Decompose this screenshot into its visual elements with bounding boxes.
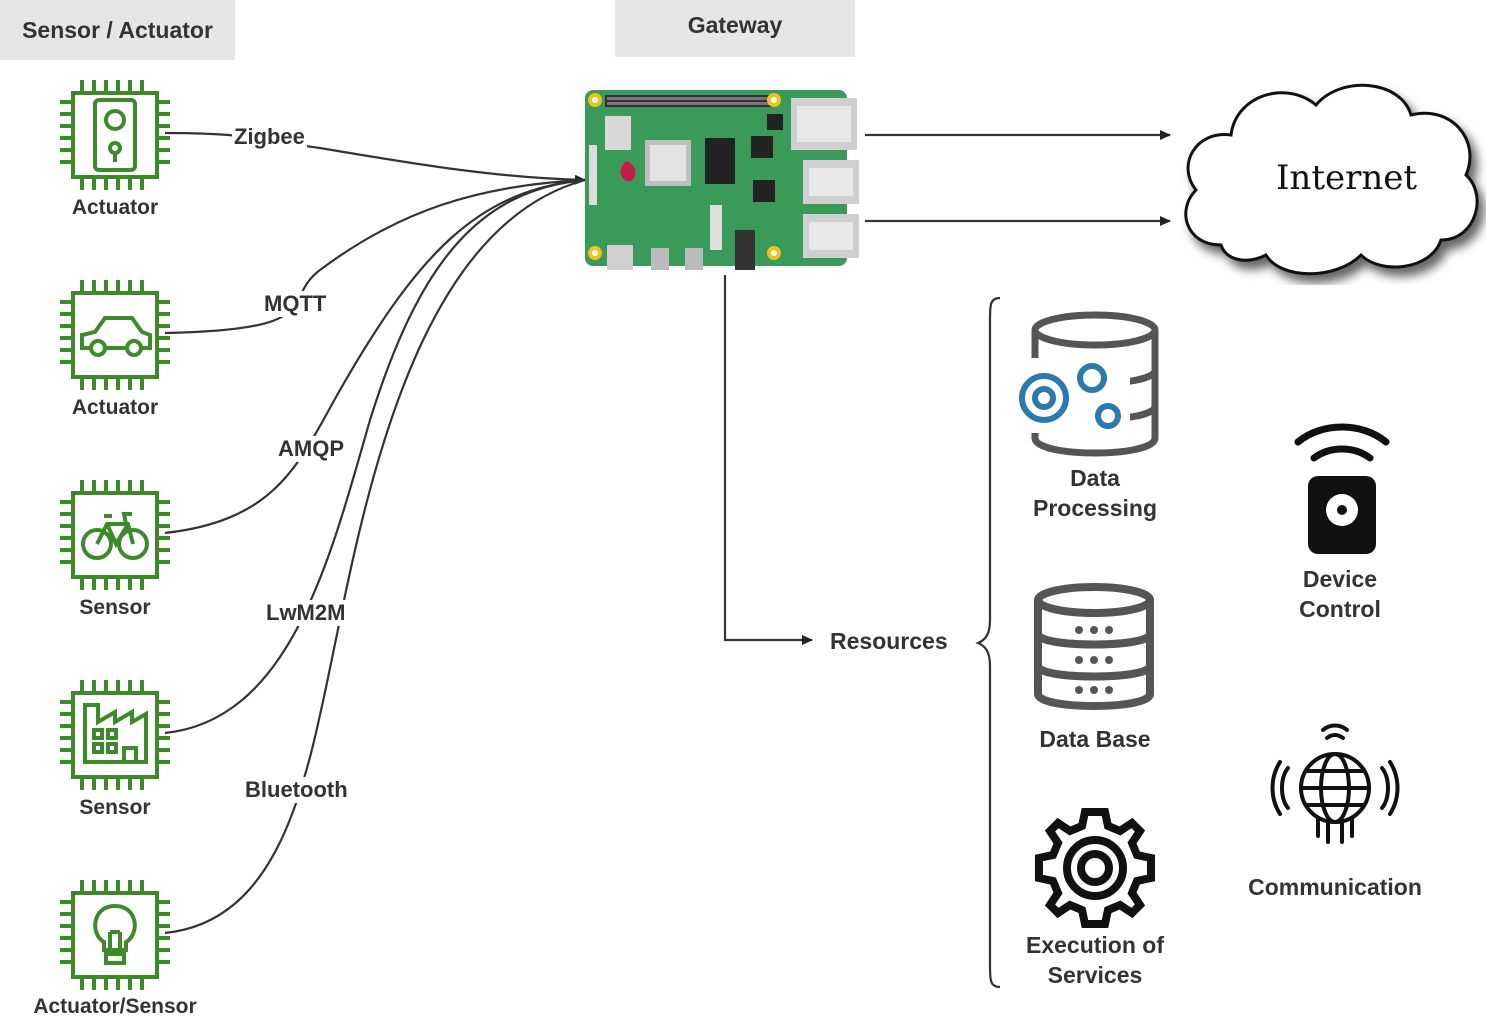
protocol-amqp: AMQP	[276, 436, 346, 462]
gear-icon	[1035, 808, 1155, 928]
link-resources	[723, 275, 813, 645]
link-amqp	[164, 178, 586, 535]
factory-icon	[60, 680, 170, 790]
sensor-actuator-header: Sensor / Actuator	[0, 0, 235, 60]
door-lock-icon	[60, 80, 170, 190]
gateway-header: Gateway	[615, 0, 855, 57]
link-lwm2m	[164, 178, 586, 735]
protocol-bluetooth: Bluetooth	[243, 777, 350, 803]
data-base-label: Data Base	[1039, 726, 1151, 752]
device-label: Sensor	[79, 796, 151, 819]
database-icon	[1034, 583, 1154, 710]
raspberry-pi-board	[585, 90, 859, 270]
lightbulb-icon	[60, 880, 170, 990]
globe-network-icon	[1270, 723, 1400, 844]
device-label: Actuator	[71, 196, 159, 219]
device-label: Actuator/Sensor	[33, 995, 197, 1018]
protocol-lwm2m: LwM2M	[264, 600, 348, 626]
resources-brace	[975, 296, 1001, 989]
internet-label: Internet	[1276, 158, 1418, 198]
bicycle-icon	[60, 480, 170, 590]
remote-control-icon	[1294, 423, 1390, 554]
car-icon	[60, 280, 170, 390]
device-label: Actuator	[71, 396, 159, 419]
protocol-mqtt: MQTT	[262, 291, 329, 317]
link-zigbee	[164, 131, 586, 185]
link-bluetooth	[164, 178, 586, 935]
protocol-zigbee: Zigbee	[232, 124, 307, 150]
communication-label: Communication	[1248, 874, 1422, 900]
link-mqtt	[164, 178, 586, 335]
resources-label: Resources	[830, 628, 948, 654]
device-label: Sensor	[79, 596, 151, 619]
data-processing-icon	[1010, 311, 1159, 457]
internet-cloud-icon	[1184, 83, 1479, 276]
